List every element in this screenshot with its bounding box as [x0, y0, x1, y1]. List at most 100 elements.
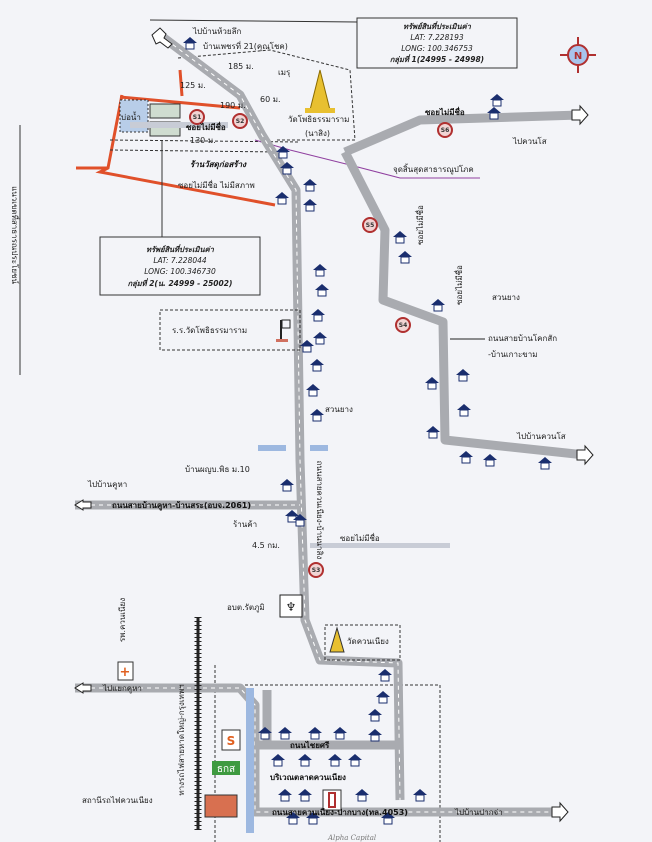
house-icon	[303, 179, 317, 192]
house-icon	[303, 199, 317, 212]
house-icon	[398, 251, 412, 264]
house-icon	[306, 812, 320, 825]
station-icon	[204, 794, 238, 818]
house-icon	[258, 727, 272, 740]
house-icon	[368, 729, 382, 742]
house-icon	[487, 107, 501, 120]
photo-point-label: S1	[193, 114, 202, 121]
group: กลุ่มที่ 1(24995 - 24998)	[390, 54, 484, 65]
house-icon	[490, 94, 504, 107]
label-chaisri-road: ถนนไชยศรี	[290, 740, 330, 750]
label-railway: ทางรถไฟสายหาดใหญ่-กรุงเทพฯ	[177, 684, 186, 795]
house-icon	[306, 384, 320, 397]
house-icon	[298, 754, 312, 767]
label-temple-pho: วัดโพธิธรรมาราม	[288, 114, 349, 124]
property-boundary	[76, 69, 276, 207]
house-icon	[378, 669, 392, 682]
house-icon	[457, 404, 471, 417]
label-pond: บ่อน้ำ	[121, 111, 141, 122]
label-soi-east: ซอยไม่มีชื่อ	[425, 106, 465, 117]
label-distance-125: 125 ม.	[180, 81, 206, 90]
label-rubber-plantation: สวนยาง	[325, 405, 353, 414]
water-strips	[130, 122, 450, 833]
label-headman-house: บ้านผญบ.พิธ ม.10	[185, 465, 250, 474]
house-icon	[298, 789, 312, 802]
label-distance-185: 185 ม.	[228, 62, 254, 71]
house-icon	[459, 451, 473, 464]
house-icon	[538, 457, 552, 470]
house-icon	[431, 299, 445, 312]
house-icon	[183, 37, 197, 50]
label-distance-190: 190 ม.	[220, 101, 246, 110]
label-temple-khuan-niang: วัดควนเนียง	[347, 637, 389, 646]
svg-text:S: S	[227, 734, 236, 748]
house-icon	[355, 789, 369, 802]
label-distance-130: 130 ม.	[190, 136, 216, 145]
arrow-icon	[74, 27, 594, 823]
label-distance-4-5km: 4.5 กม.	[252, 541, 280, 550]
leader-line	[149, 19, 358, 23]
school-box	[159, 309, 301, 351]
info-title: ทรัพย์สินที่ประเมินค่า	[403, 21, 471, 31]
house-icon	[376, 691, 390, 704]
label-main-road: ถนนสายควนเนียง-บ้านนาสิง	[315, 461, 324, 560]
photo-point-marker: S4	[395, 317, 411, 333]
label-road-4053: ถนนสายควนเนียง-ปากบาง(ทล.4053)	[272, 807, 408, 817]
photo-point-label: S3	[312, 567, 321, 574]
label-soi: ซอยไม่มีชื่อ	[186, 121, 226, 132]
watermark: Alpha Capital	[327, 834, 376, 842]
house-icon	[413, 789, 427, 802]
house-icon	[275, 192, 289, 205]
label-soi-vertical-2: ซอยไม่มีชื่อ	[453, 265, 464, 305]
label-to-khuha-junction: ไปแยกคูหา	[102, 684, 142, 694]
label-utility-end: จุดสิ้นสุดสาธารณูปโภค	[393, 163, 474, 175]
label-to-huai-luek: ไปบ้านห้วยลึก	[192, 27, 241, 36]
label-hospital: รพ.ควนเนียง	[118, 598, 127, 642]
photo-point-marker: S3	[308, 562, 324, 578]
house-icon	[393, 231, 407, 244]
label-house-phet: บ้านเพชรที่ 21(คุณโชค)	[203, 40, 288, 51]
info-box-2: ทรัพย์สินที่ประเมินค่า LAT: 7.228044 LON…	[99, 140, 261, 296]
house-icon	[280, 162, 294, 175]
house-icon	[348, 754, 362, 767]
label-temple-pho-sub: (นาสิง)	[305, 129, 330, 138]
house-icon	[271, 754, 285, 767]
label-to-ban-khuan-so: ไปบ้านควนโส	[516, 431, 566, 441]
house-icon	[286, 812, 300, 825]
longitude: LONG: 100.346730	[144, 267, 216, 276]
photo-point-marker: S1	[189, 109, 205, 125]
house-icon	[483, 454, 497, 467]
house-icon	[426, 426, 440, 439]
label-to-khuha: ไปบ้านคูหา	[87, 480, 127, 490]
label-station: สถานีรถไฟควนเนียง	[82, 796, 153, 805]
hospital-icon: +	[117, 661, 134, 681]
house-icon	[313, 264, 327, 277]
house-icon	[278, 727, 292, 740]
baac-logo: ธกส	[212, 761, 240, 775]
house-icon	[333, 727, 347, 740]
house-icon	[276, 146, 290, 159]
label-soi-vertical-1: ซอยไม่มีชื่อ	[414, 205, 425, 245]
garuda-icon: ♆	[279, 594, 303, 618]
latitude: LAT: 7.228044	[153, 256, 207, 265]
longitude: LONG: 100.346753	[401, 44, 473, 53]
house-icon	[310, 409, 324, 422]
map-labels: ไปบ้านห้วยลึก บ้านเพชรที่ 21(คุณโชค) 185…	[10, 27, 566, 842]
label-soi-no-condition: ซอยไม่มีชื่อ ไม่มีสภาพ	[178, 179, 255, 190]
info-title: ทรัพย์สินที่ประเมินค่า	[146, 244, 214, 254]
house-icon	[425, 377, 439, 390]
label-public-boundary: แนวเขตที่สาธารณประโยชน์	[10, 186, 21, 284]
compass-north-label: N	[574, 51, 582, 62]
house-icon	[280, 479, 294, 492]
label-distance-60: 60 ม.	[260, 95, 281, 104]
svg-text:+: +	[120, 665, 131, 680]
house-icon	[456, 369, 470, 382]
label-rubber-plantation: สวนยาง	[492, 293, 520, 302]
label-hardware-store: ร้านวัสดุก่อสร้าง	[190, 160, 247, 170]
house-icon	[315, 284, 329, 297]
label-crematorium: เมรุ	[278, 68, 291, 77]
house-icon	[308, 727, 322, 740]
house-icon	[381, 812, 395, 825]
photo-point-marker: S6	[437, 122, 453, 138]
